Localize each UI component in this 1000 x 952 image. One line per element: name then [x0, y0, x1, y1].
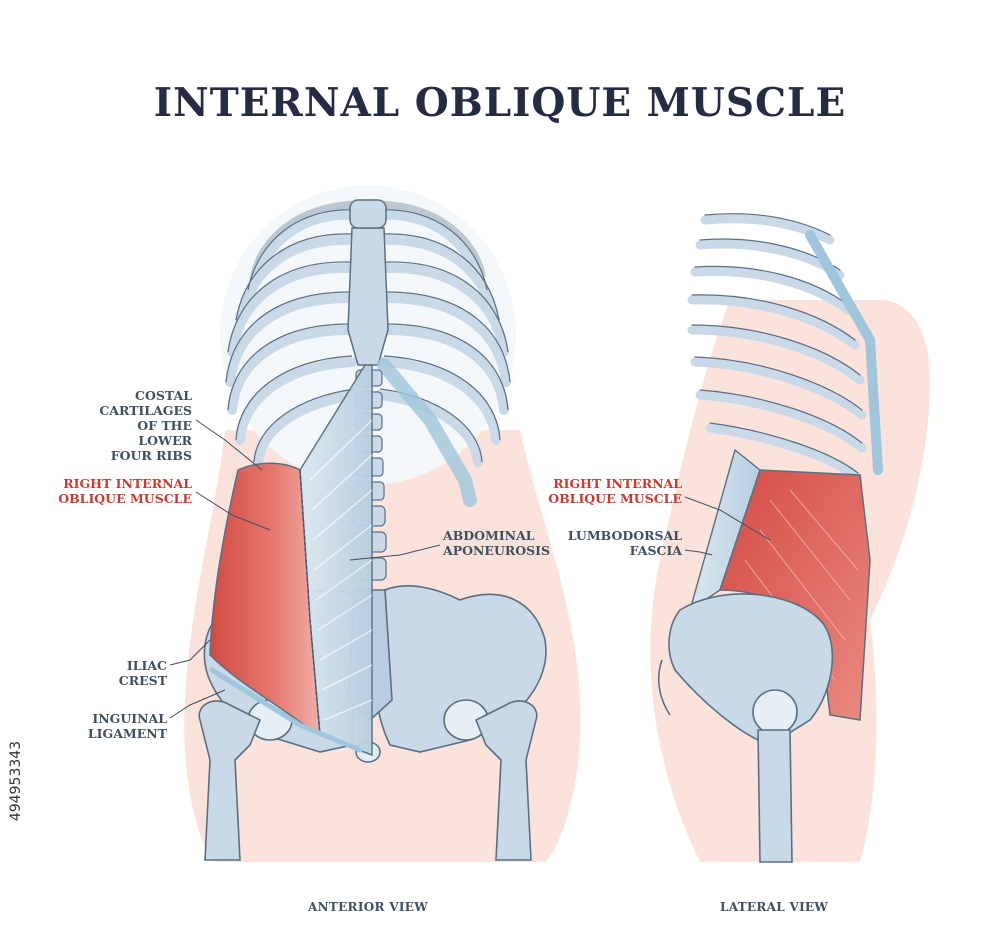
page-title: INTERNAL OBLIQUE MUSCLE [153, 80, 847, 126]
inguinal-ligament-line [209, 667, 363, 753]
label-costal-cartilages: COSTAL CARTILAGES OF THE LOWER FOUR RIBS [99, 388, 192, 463]
label-right-internal-oblique-anterior: RIGHT INTERNAL OBLIQUE MUSCLE [58, 476, 192, 506]
anterior-rib-cage [220, 185, 516, 507]
anterior-view-figure [184, 185, 581, 862]
aponeurosis-fibers [309, 419, 373, 721]
sternum [347, 227, 389, 366]
leader-lines [169, 419, 771, 719]
label-right-internal-oblique-lateral: RIGHT INTERNAL OBLIQUE MUSCLE [548, 476, 682, 506]
label-iliac-crest: ILIAC CREST [118, 658, 167, 688]
stock-id-text: 494953343 [8, 740, 24, 822]
anterior-internal-oblique-muscle [209, 462, 321, 737]
stock-id-watermark: 494953343 [6, 712, 26, 850]
label-abdominal-aponeurosis: ABDOMINAL APONEUROSIS [443, 528, 551, 558]
anterior-view-caption: ANTERIOR VIEW [308, 900, 428, 914]
label-inguinal-ligament: INGUINAL LIGAMENT [87, 711, 167, 741]
anterior-femurs [198, 700, 538, 861]
lateral-rib-cage [687, 213, 883, 483]
lateral-view-figure [650, 213, 930, 863]
lateral-view-caption: LATERAL VIEW [720, 900, 829, 914]
label-lumbodorsal-fascia: LUMBODORSAL FASCIA [567, 528, 682, 558]
lateral-pelvis [658, 593, 834, 863]
